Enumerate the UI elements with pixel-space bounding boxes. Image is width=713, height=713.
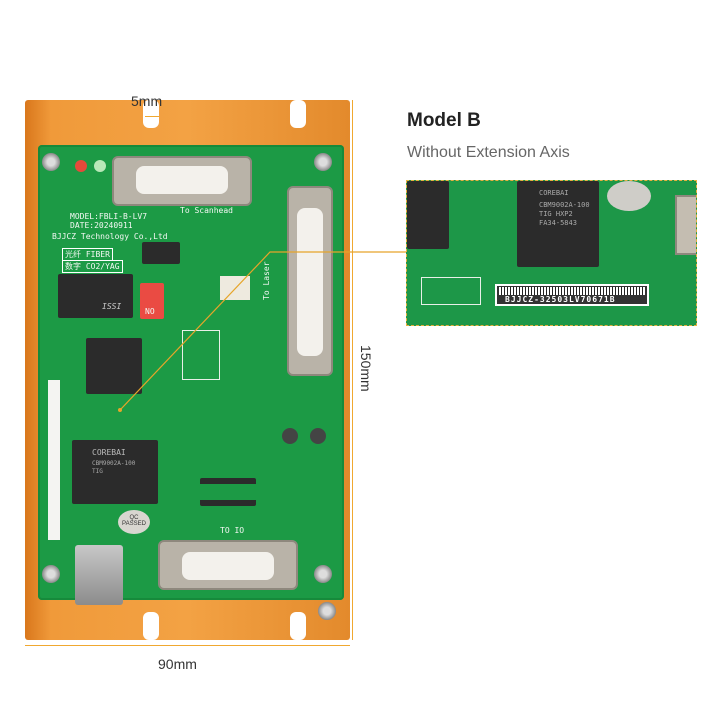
controller-chip-detail: COREBAI CBM9002A-100 TIG HXP2 FA34-5843: [517, 181, 599, 267]
dip-switch[interactable]: NO: [140, 283, 164, 319]
laser-connector: [287, 186, 333, 376]
qc-sticker-detail: [607, 181, 651, 211]
io-label: TO IO: [220, 526, 245, 535]
mcu-chip-detail: [407, 181, 449, 249]
logic-chip: [142, 242, 180, 264]
controller-chip: COREBAI CBM9002A-100 TIG: [72, 440, 158, 504]
led-red: [75, 160, 87, 172]
mcu-chip: [86, 338, 142, 394]
screw-icon: [42, 153, 60, 171]
dip-label: NO: [145, 307, 155, 316]
controller-brand-detail: COREBAI: [539, 189, 569, 197]
controller-brand: COREBAI: [92, 448, 126, 457]
capacitor: [310, 428, 326, 444]
serial-barcode: BJJCZ-32503LV70671B: [495, 284, 649, 306]
model-title: Model B: [407, 110, 481, 131]
date-label: DATE:20240911: [70, 221, 133, 230]
memory-chip: ISSI: [58, 274, 133, 318]
controller-model-detail: CBM9002A-100 TIG HXP2 FA34-5843: [539, 201, 590, 227]
screw-icon: [314, 153, 332, 171]
usb-port: [75, 545, 123, 605]
mount-slot: [143, 100, 159, 128]
dimension-line-height: [352, 100, 353, 640]
qc-sticker: QC PASSED: [118, 510, 150, 534]
serial-number: BJJCZ-32503LV70671B: [505, 295, 616, 304]
width-label: 90mm: [158, 656, 197, 672]
screw-icon: [42, 565, 60, 583]
detail-inset: COREBAI CBM9002A-100 TIG HXP2 FA34-5843 …: [406, 180, 697, 326]
led-green: [94, 160, 106, 172]
screw-icon: [314, 565, 332, 583]
transistor-array: [200, 478, 256, 506]
serial-label-strip: [48, 380, 60, 540]
controller-model: CBM9002A-100 TIG: [92, 460, 136, 475]
header-pins: [421, 277, 481, 305]
mount-slot: [290, 612, 306, 640]
top-gap-label: 5mm: [131, 93, 163, 109]
maker-label: BJJCZ Technology Co.,Ltd: [52, 232, 168, 241]
dimension-line-width: [25, 645, 350, 646]
mount-slot: [143, 612, 159, 640]
scanhead-label: To Scanhead: [180, 206, 233, 215]
dimension-line-top: [145, 116, 159, 117]
ground-screw-icon: [318, 602, 336, 620]
model-label: MODEL:FBLI-B-LV7: [70, 212, 148, 221]
capacitor: [282, 428, 298, 444]
usb-port-detail: [675, 195, 696, 255]
mount-slot: [290, 100, 306, 128]
scanhead-connector: [112, 156, 252, 206]
model-subtitle: Without Extension Axis: [407, 144, 570, 161]
io-connector: [158, 540, 298, 590]
memory-brand: ISSI: [102, 302, 122, 311]
component-block: [182, 330, 220, 380]
co2-label: 数字 CO2/YAG: [62, 260, 123, 273]
